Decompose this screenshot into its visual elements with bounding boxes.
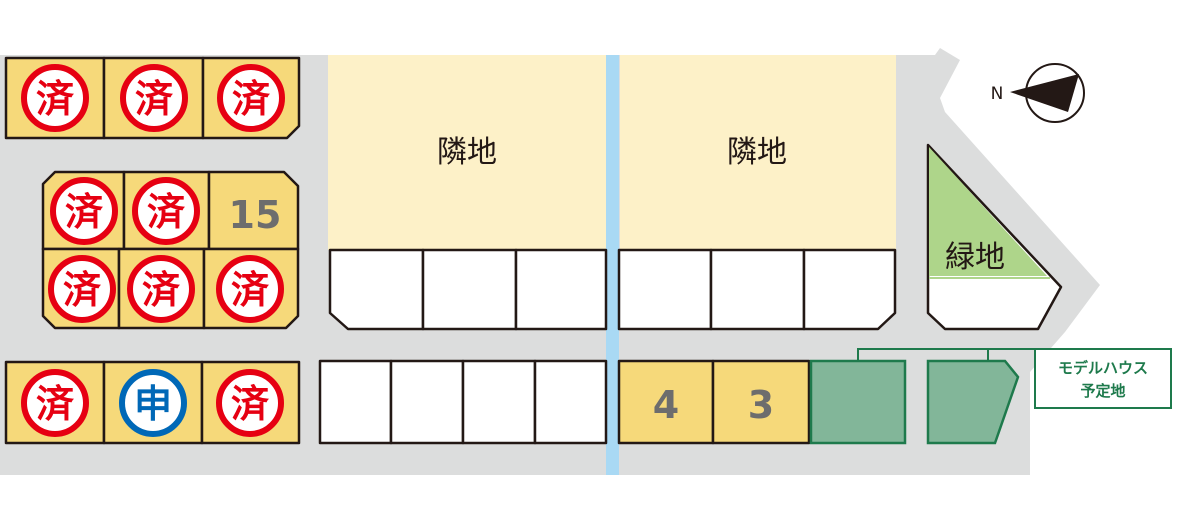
model-house-callout-box <box>1034 348 1172 409</box>
neighbor-lot-left <box>328 55 606 250</box>
svg-text:済: 済 <box>36 77 75 121</box>
sold-mark: 済 <box>48 255 116 323</box>
lot-3[interactable] <box>711 359 811 445</box>
svg-text:済: 済 <box>142 268 181 312</box>
sold-mark: 済 <box>50 177 118 245</box>
model-house-lot-2[interactable] <box>926 359 1020 445</box>
svg-text:済: 済 <box>232 77 271 121</box>
sold-mark: 済 <box>217 64 285 132</box>
sold-mark: 済 <box>132 177 200 245</box>
svg-text:済: 済 <box>231 382 270 426</box>
lot-white-a1[interactable] <box>328 248 425 331</box>
svg-text:済: 済 <box>135 77 174 121</box>
lot-white-c2[interactable] <box>389 359 465 445</box>
model-house-label-line1: モデルハウス <box>1058 359 1148 377</box>
lot-3-number: 3 <box>748 383 774 427</box>
lot-white-a3[interactable] <box>514 248 608 331</box>
neighbor-lot-right <box>620 55 896 250</box>
lot-4[interactable] <box>617 359 715 445</box>
svg-text:済: 済 <box>231 268 270 312</box>
compass: N <box>991 63 1085 123</box>
compass-north-label: N <box>991 84 1004 104</box>
lot-white-c1[interactable] <box>318 359 393 445</box>
lot-4-number: 4 <box>653 383 679 427</box>
sold-mark: 済 <box>216 369 284 437</box>
sold-mark: 済 <box>127 255 195 323</box>
lot-white-b1[interactable] <box>617 248 713 331</box>
compass-arrow-icon <box>1010 74 1079 112</box>
model-house-label-line2: 予定地 <box>1080 382 1125 400</box>
svg-text:済: 済 <box>36 382 75 426</box>
svg-text:済: 済 <box>65 190 104 234</box>
applied-mark: 申 <box>119 369 187 437</box>
lot-white-b3[interactable] <box>802 248 897 331</box>
svg-text:済: 済 <box>63 268 102 312</box>
lot-15[interactable] <box>207 170 300 251</box>
green-area-fill <box>929 147 1047 276</box>
sold-mark: 済 <box>21 64 89 132</box>
neighbor-label-right: 隣地 <box>727 135 787 170</box>
lot-white-c3[interactable] <box>461 359 537 445</box>
lot-white-c4[interactable] <box>533 359 608 445</box>
svg-text:済: 済 <box>147 190 186 234</box>
sold-marks: 済 済 済 済 済 済 済 済 済 申 済 <box>21 64 285 437</box>
model-house-lot-1[interactable] <box>809 359 907 445</box>
green-area-label: 緑地 <box>945 240 1005 275</box>
sold-mark: 済 <box>21 369 89 437</box>
sold-mark: 済 <box>216 255 284 323</box>
neighbor-label-left: 隣地 <box>437 135 497 170</box>
lot-white-a2[interactable] <box>421 248 518 331</box>
lot-15-number: 15 <box>229 193 282 237</box>
sold-mark: 済 <box>120 64 188 132</box>
lot-white-b2[interactable] <box>709 248 806 331</box>
water-channel <box>606 55 619 475</box>
svg-text:申: 申 <box>134 382 172 426</box>
